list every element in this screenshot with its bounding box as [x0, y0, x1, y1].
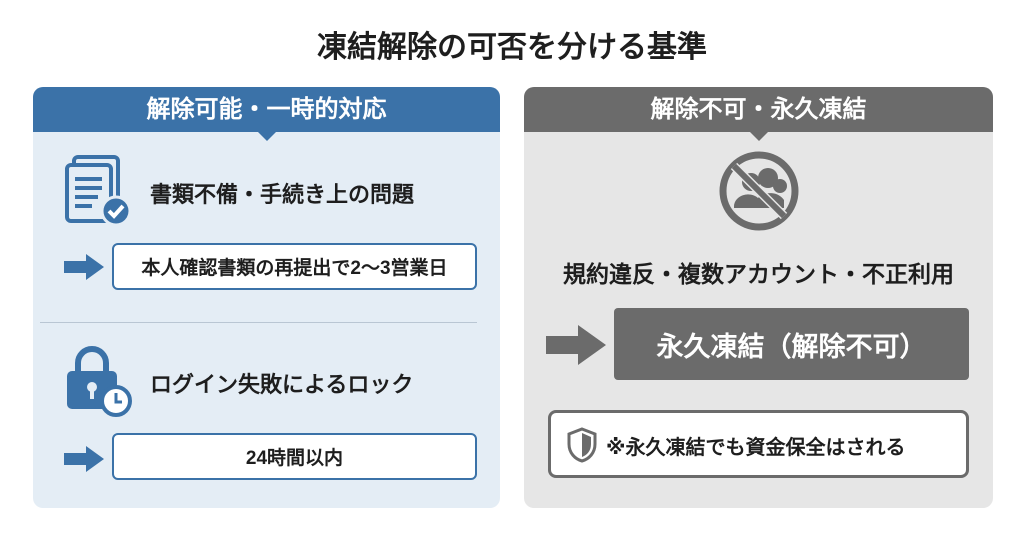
- left-item-1-label: 書類不備・手続き上の問題: [150, 182, 415, 207]
- right-panel-header: 解除不可・永久凍結: [524, 87, 993, 141]
- left-item-1-result: 本人確認書類の再提出で2〜3営業日: [112, 243, 477, 290]
- arrow-right-icon: [64, 254, 104, 280]
- shield-icon: [567, 427, 597, 463]
- lock-clock-icon: [67, 346, 132, 417]
- right-item-label: 規約違反・複数アカウント・不正利用: [563, 261, 954, 287]
- arrow-right-icon: [546, 325, 606, 365]
- fund-protection-note-box: [548, 410, 969, 478]
- no-multiple-users-icon: [719, 151, 799, 231]
- fund-protection-note: ※永久凍結でも資金保全はされる: [606, 437, 906, 459]
- divider: [40, 322, 477, 323]
- left-item-2-result: 24時間以内: [112, 433, 477, 480]
- left-panel-header: 解除可能・一時的対応: [33, 87, 500, 141]
- document-check-icon: [65, 155, 132, 227]
- arrow-right-icon: [64, 446, 104, 472]
- page-title: 凍結解除の可否を分ける基準: [317, 31, 707, 64]
- permanent-freeze-result: 永久凍結（解除不可）: [614, 308, 969, 380]
- left-item-2-label: ログイン失敗によるロック: [150, 372, 414, 397]
